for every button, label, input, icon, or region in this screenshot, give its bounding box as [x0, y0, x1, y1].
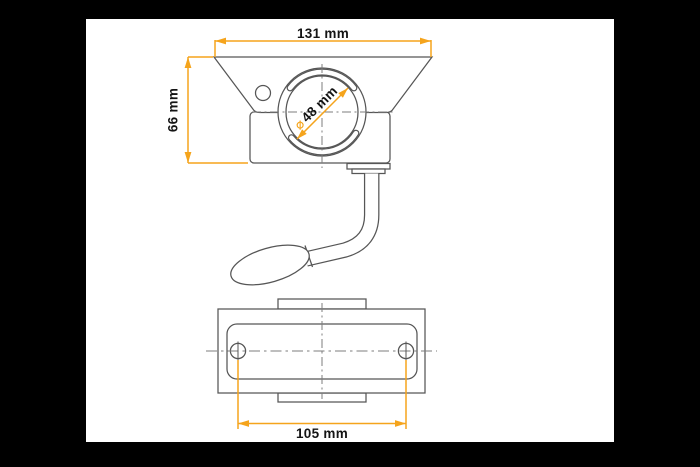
bushing-band-bottom-fill: [289, 130, 359, 155]
dim-bore-line: [296, 87, 349, 140]
dim-label-hole-spacing: 105 mm: [295, 426, 349, 441]
stem-collar-upper: [346, 162, 391, 170]
dimension-graphics: [184, 37, 432, 429]
dim-left-arrow-top: [184, 57, 192, 68]
dim-top-arrow-right: [420, 37, 431, 45]
dim-left-height: [184, 56, 248, 164]
dim-label-left-height: 66 mm: [165, 87, 181, 133]
bottom-centerlines: [206, 303, 437, 399]
front-centerlines: [252, 64, 394, 168]
crank-rod-fill: [304, 173, 379, 266]
dim-bottom-arrow-left: [238, 420, 249, 427]
dim-bore-arrow-upper: [338, 88, 348, 98]
dim-top-arrow-left: [215, 37, 226, 45]
dim-bore-arrow-lower: [297, 129, 307, 139]
bore-inner-circle: [285, 75, 359, 149]
plate-hole: [254, 84, 272, 102]
dim-bore-diameter: [296, 87, 349, 140]
bottom-view: [206, 298, 437, 403]
dim-hole-spacing: [237, 360, 407, 429]
handle-grip: [230, 244, 310, 286]
stem-collar-lower: [351, 168, 386, 175]
front-view: [212, 56, 434, 286]
dim-left-arrow-bottom: [184, 152, 192, 163]
dim-top-width: [214, 37, 432, 57]
dim-label-top-width: 131 mm: [296, 26, 350, 41]
dim-bottom-arrow-right: [395, 420, 406, 427]
